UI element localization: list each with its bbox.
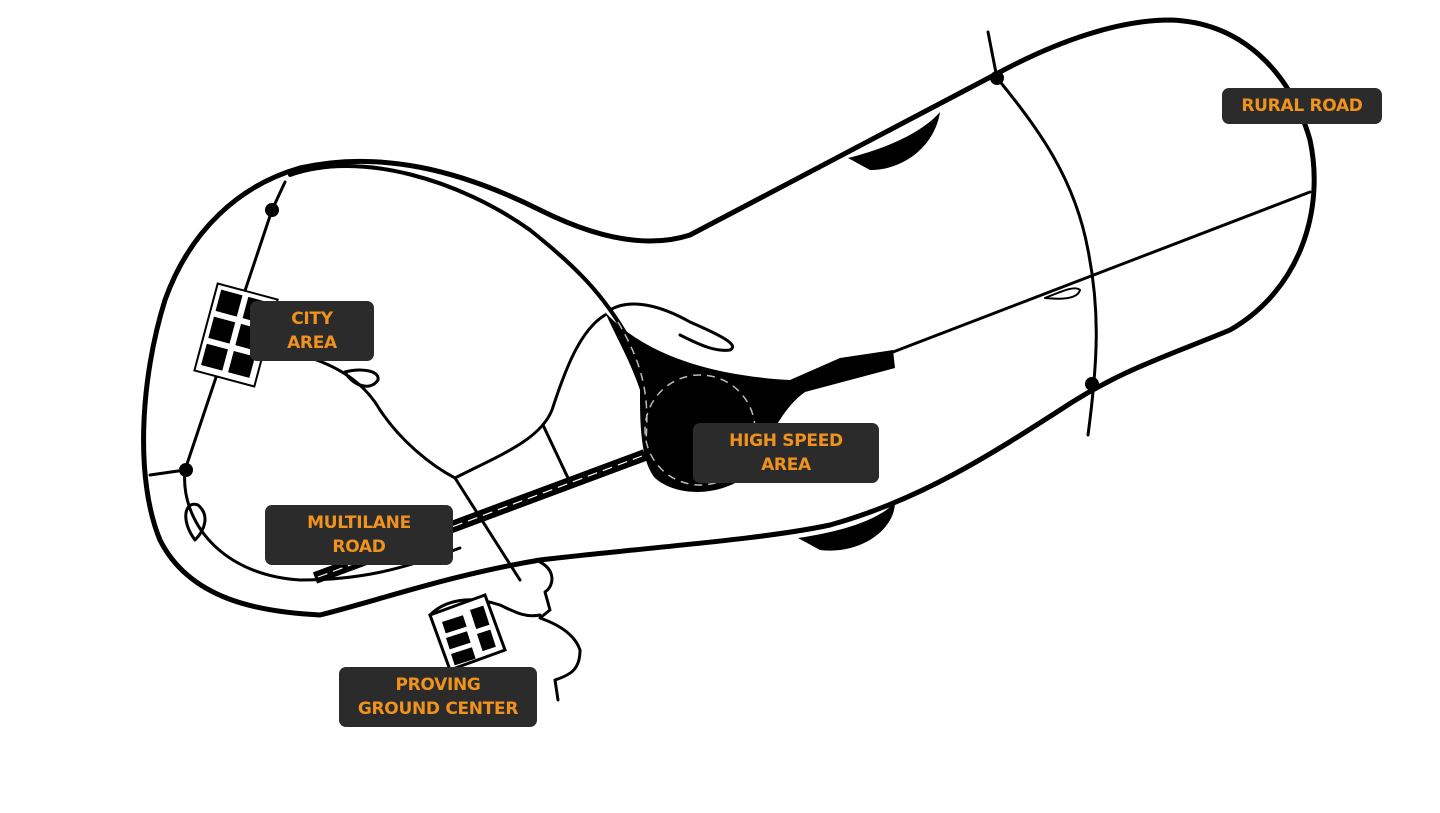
bowl-dashed-lane — [617, 321, 648, 441]
loop-road-left — [183, 468, 462, 582]
high-speed-bowl — [605, 312, 895, 492]
crossover-road — [453, 313, 607, 480]
rural-cross-road — [986, 30, 1098, 437]
city-area-label[interactable]: CITY AREA — [250, 301, 374, 361]
loop-small — [184, 502, 207, 542]
outer-ring-road — [141, 17, 1317, 618]
multilane-road-label[interactable]: MULTILANE ROAD — [265, 505, 453, 565]
city-loop — [343, 368, 380, 388]
rural-road-label[interactable]: RURAL ROAD — [1222, 88, 1382, 124]
rural-pockets — [798, 112, 940, 551]
pgc-building — [428, 593, 507, 672]
inner-road — [288, 164, 642, 362]
proving-ground-center-label[interactable]: PROVING GROUND CENTER — [339, 667, 537, 727]
pgc-building-blocks — [442, 605, 496, 666]
high-speed-area-label[interactable]: HIGH SPEED AREA — [693, 423, 879, 483]
pgc-access — [428, 560, 582, 702]
junction-nodes — [179, 71, 1099, 477]
rural-pocket — [1044, 287, 1081, 300]
rural-straight — [891, 190, 1312, 354]
upper-loop — [608, 302, 734, 352]
